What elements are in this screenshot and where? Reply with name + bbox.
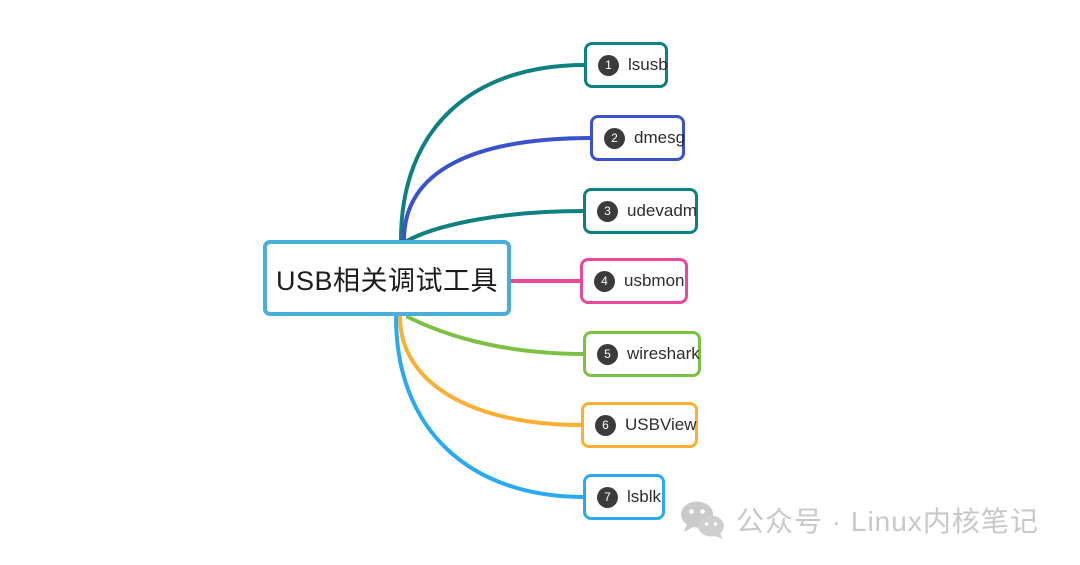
node-dmesg[interactable]: 2 dmesg xyxy=(590,115,685,161)
node-label: usbmon xyxy=(624,271,685,290)
node-number-badge: 4 xyxy=(594,270,615,292)
node-number-badge: 3 xyxy=(597,200,618,222)
node-usbview[interactable]: 6 USBView xyxy=(581,402,698,448)
node-number-badge: 5 xyxy=(597,343,618,365)
node-label: wireshark xyxy=(627,344,700,363)
root-node-label: USB相关调试工具 xyxy=(275,265,499,296)
node-lsusb[interactable]: 1 lsusb xyxy=(584,42,668,88)
edge-to-lsblk xyxy=(394,315,586,499)
edge-to-lsusb xyxy=(399,63,587,242)
watermark-text: 公众号 · Linux内核笔记 xyxy=(736,506,1039,537)
node-label: dmesg xyxy=(634,128,686,147)
node-number-badge: 7 xyxy=(597,486,618,508)
node-wireshark[interactable]: 5 wireshark xyxy=(583,331,701,377)
node-udevadm[interactable]: 3 udevadm xyxy=(583,188,698,234)
node-usbmon[interactable]: 4 usbmon xyxy=(580,258,688,304)
root-node[interactable]: USB相关调试工具 xyxy=(263,240,511,316)
edge-to-wireshark xyxy=(406,315,587,356)
node-label: lsusb xyxy=(628,55,668,74)
node-number-badge: 1 xyxy=(598,54,619,76)
watermark: 公众号 · Linux内核笔记 xyxy=(680,500,1039,540)
node-number-badge: 6 xyxy=(595,414,616,436)
node-number-badge: 2 xyxy=(604,127,625,149)
node-label: USBView xyxy=(625,415,697,434)
node-label: lsblk xyxy=(627,487,662,506)
node-lsblk[interactable]: 7 lsblk xyxy=(583,474,665,520)
wechat-icon xyxy=(681,501,724,539)
edge-to-usbview xyxy=(398,315,584,427)
node-label: udevadm xyxy=(627,201,697,220)
edge-to-udevadm xyxy=(405,209,587,243)
edge-to-dmesg xyxy=(402,136,594,242)
